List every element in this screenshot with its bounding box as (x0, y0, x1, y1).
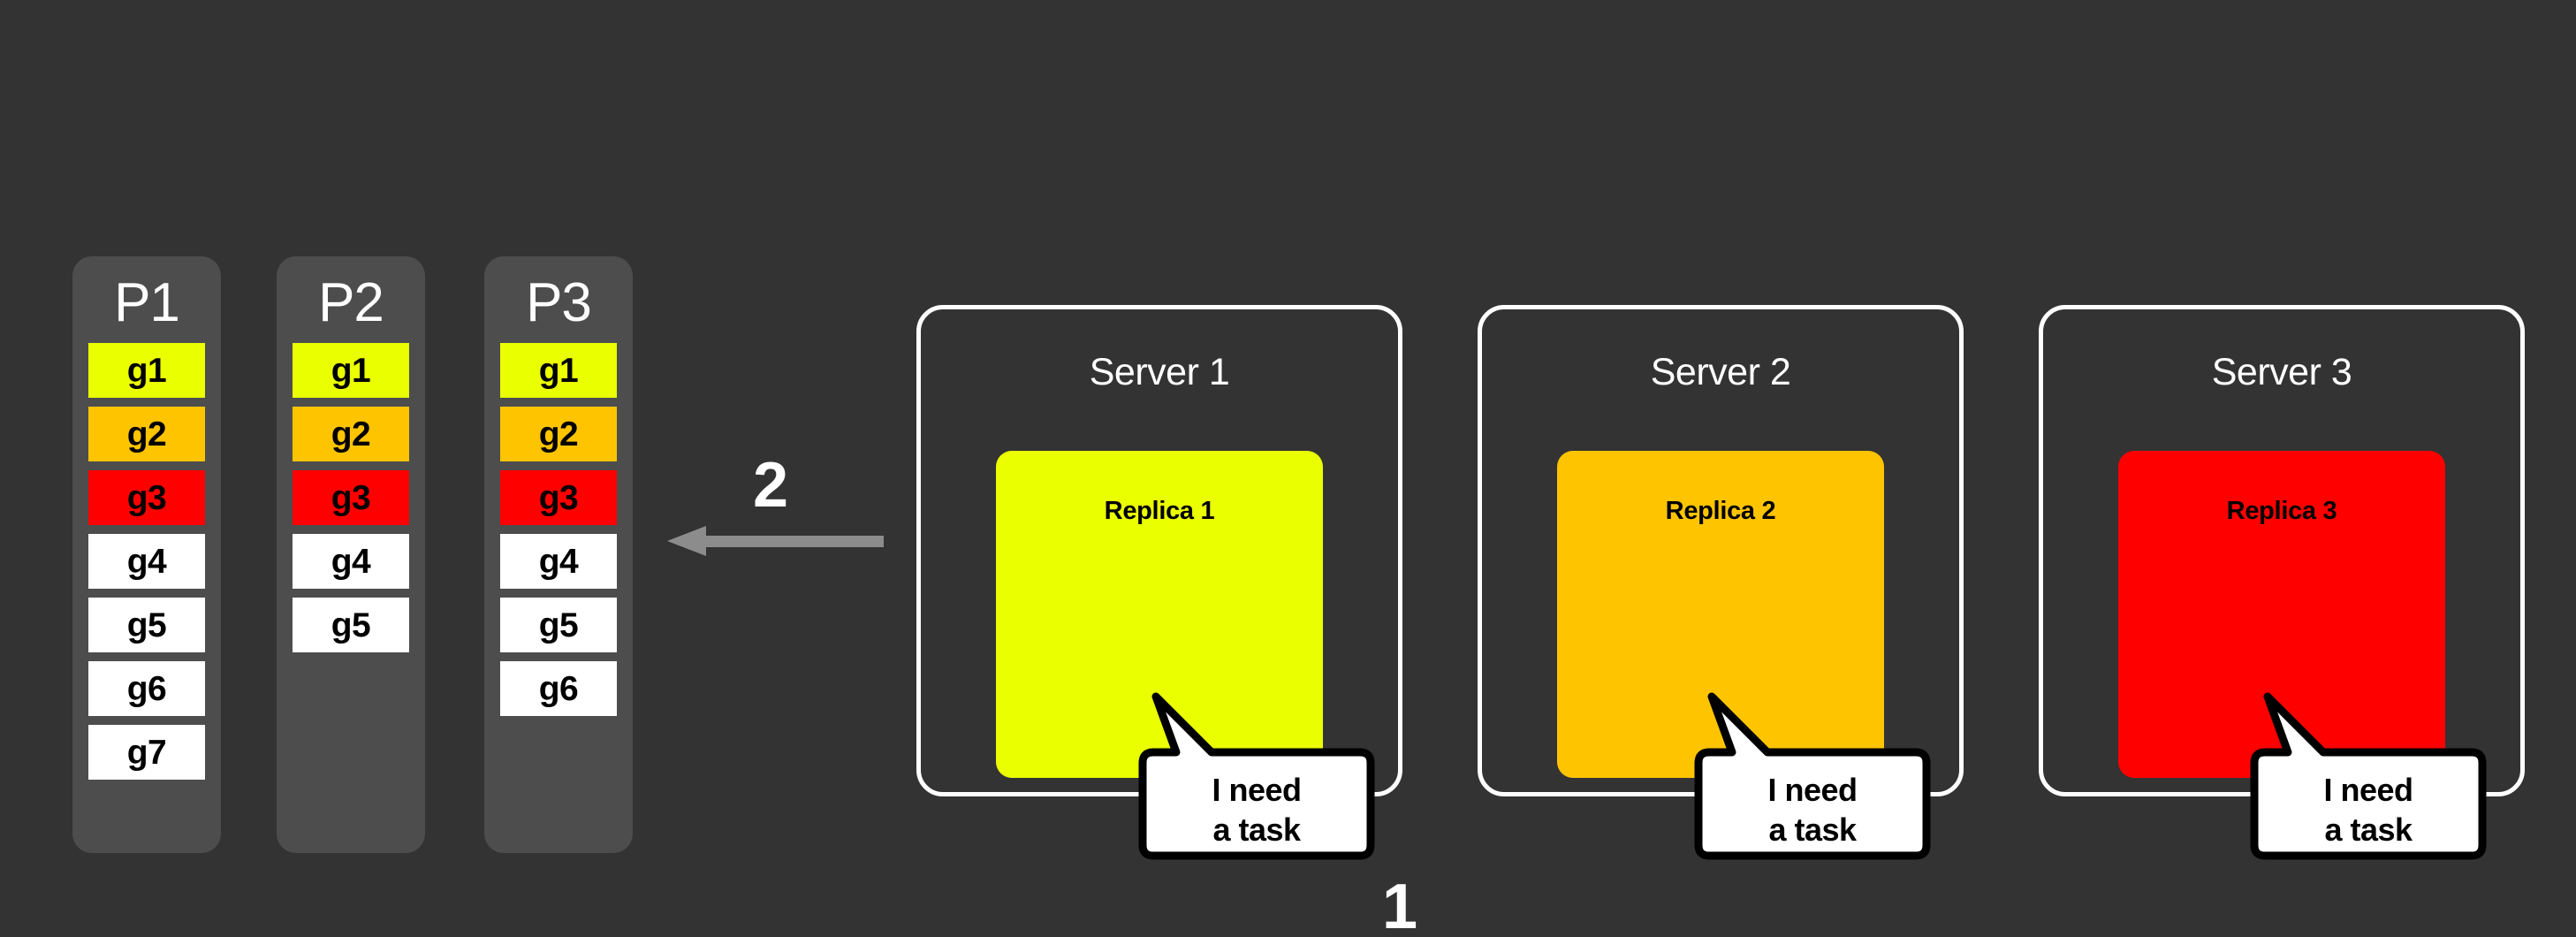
replica-label: Replica 3 (2226, 497, 2337, 525)
partition-tile: g5 (88, 598, 205, 652)
bubble-line-1: I need (1767, 772, 1858, 808)
server-card-1: Server 1 Replica 1 (916, 305, 1402, 796)
step-number-2: 2 (753, 450, 788, 521)
speech-bubble-text: I need a task (1143, 752, 1371, 867)
bubble-line-2: a task (1768, 811, 1857, 848)
replica-label: Replica 2 (1665, 497, 1776, 525)
speech-bubble-shape-icon (1138, 692, 1375, 860)
speech-bubble-2: I need a task (1694, 692, 1931, 867)
partition-title: P1 (114, 272, 180, 333)
replica-box-1: Replica 1 (996, 451, 1323, 778)
partition-tile: g3 (88, 470, 205, 525)
partition-column-p1: P1 g1 g2 g3 g4 g5 g6 g7 (72, 256, 221, 853)
bubble-line-1: I need (2323, 772, 2413, 808)
partition-column-p3: P3 g1 g2 g3 g4 g5 g6 (484, 256, 633, 853)
partition-tile: g4 (88, 534, 205, 589)
partition-tile: g5 (293, 598, 409, 652)
partition-tile: g2 (500, 407, 617, 461)
partition-tile: g1 (88, 343, 205, 398)
partition-tile-stack: g1 g2 g3 g4 g5 g6 g7 (72, 343, 221, 780)
partition-tile: g3 (293, 470, 409, 525)
partition-tile: g1 (293, 343, 409, 398)
partition-tile: g5 (500, 598, 617, 652)
replica-label: Replica 1 (1104, 497, 1215, 525)
partition-tile-stack: g1 g2 g3 g4 g5 g6 (484, 343, 633, 716)
partition-tile: g6 (500, 661, 617, 716)
partition-tile: g1 (500, 343, 617, 398)
partition-tile: g6 (88, 661, 205, 716)
speech-bubble-text: I need a task (2254, 752, 2482, 867)
server-title: Server 2 (1650, 351, 1791, 393)
speech-bubble-3: I need a task (2250, 692, 2487, 867)
bubble-line-2: a task (2324, 811, 2413, 848)
bubble-line-1: I need (1212, 772, 1302, 808)
partition-tile: g4 (500, 534, 617, 589)
step-number-1: 1 (1382, 872, 1417, 937)
partition-tile: g2 (293, 407, 409, 461)
server-card-2: Server 2 Replica 2 (1478, 305, 1964, 796)
assignment-arrow-left (667, 526, 884, 556)
partition-tile: g2 (88, 407, 205, 461)
partition-tile: g3 (500, 470, 617, 525)
partition-title: P3 (526, 272, 592, 333)
partition-column-p2: P2 g1 g2 g3 g4 g5 (277, 256, 425, 853)
speech-bubble-shape-icon (2250, 692, 2487, 860)
server-title: Server 1 (1089, 351, 1230, 393)
server-title: Server 3 (2211, 351, 2352, 393)
bubble-line-2: a task (1212, 811, 1301, 848)
speech-bubble-text: I need a task (1698, 752, 1926, 867)
arrow-shaft (704, 536, 884, 547)
arrow-head-icon (667, 526, 706, 556)
speech-bubble-1: I need a task (1138, 692, 1375, 867)
partition-tile: g4 (293, 534, 409, 589)
partition-tile-stack: g1 g2 g3 g4 g5 (277, 343, 425, 652)
speech-bubble-shape-icon (1694, 692, 1931, 860)
partition-tile: g7 (88, 725, 205, 780)
partition-title: P2 (318, 272, 384, 333)
